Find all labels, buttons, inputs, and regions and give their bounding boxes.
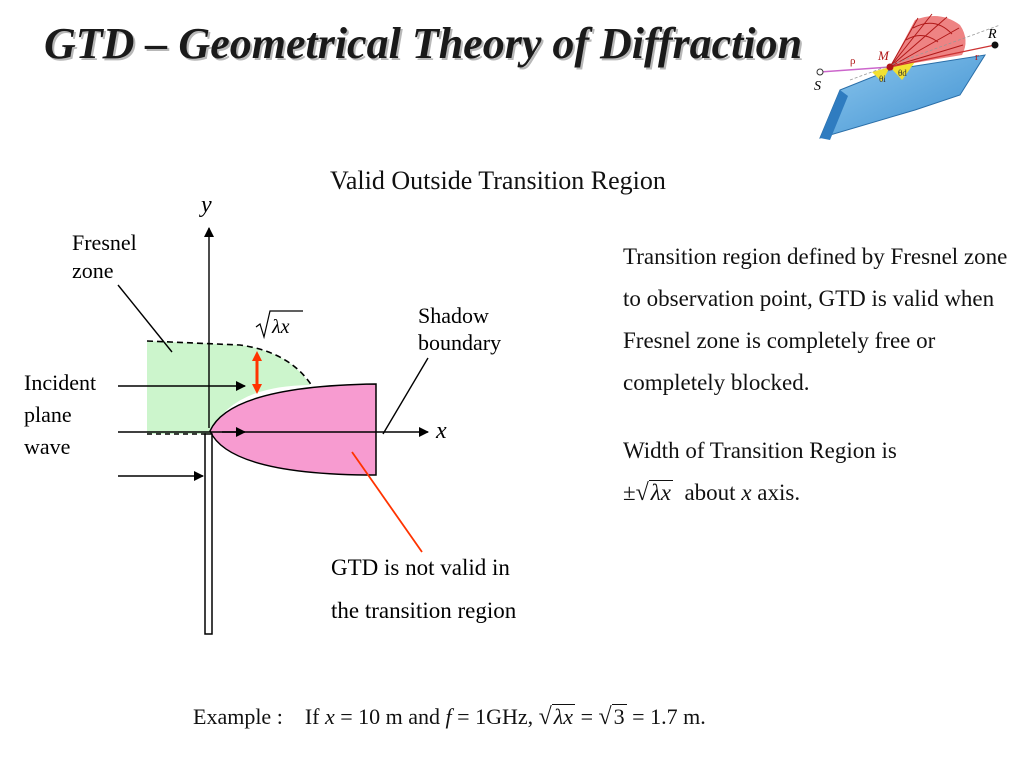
edge-line [849, 24, 1001, 81]
diffracted-ray [889, 44, 996, 68]
description-panel: Transition region defined by Fresnel zon… [623, 236, 1013, 540]
not-valid-label-line2: the transition region [331, 598, 517, 623]
receiver-point [991, 41, 999, 49]
source-point [816, 68, 824, 76]
theta-d-label: θd [898, 68, 907, 78]
example-x: x [324, 704, 335, 729]
transition-region [209, 383, 377, 476]
svg-text:λx: λx [271, 316, 290, 338]
example-equation: Example : If x = 10 m and f = 1GHz, √λx … [193, 704, 706, 731]
r-label: r [975, 51, 979, 63]
example-eq1: = 10 m and [340, 704, 441, 729]
theta-i-label: θi [879, 74, 886, 84]
incident-ray [819, 66, 891, 73]
example-label: Example : [193, 704, 283, 729]
example-radical-1: √ [538, 704, 552, 730]
angle-wedge-2 [890, 62, 915, 80]
example-radical-2: √ [598, 704, 612, 730]
radical-sign: √ [635, 480, 649, 506]
transition-region-diagram: y x λx Fresnel zone Shadow boundary Inci… [24, 192, 517, 635]
angle-wedge [872, 67, 890, 82]
y-axis-label: y [199, 192, 212, 218]
diffraction-point [886, 63, 894, 71]
diffraction-inset-illustration: S R ρ M r θi θd [814, 13, 1001, 140]
shadow-boundary-label-line1: Shadow [418, 303, 489, 328]
shadow-boundary-leader [382, 357, 429, 435]
fresnel-zone-label-line2: zone [72, 258, 114, 283]
receiver-label: R [987, 27, 997, 42]
incident-label-line1: Incident [24, 370, 96, 395]
example-eq2: = 1GHz, [457, 704, 534, 729]
not-valid-leader [351, 451, 423, 553]
x-axis-label: x [435, 418, 447, 444]
fresnel-zone-leader [117, 284, 173, 353]
rho-label: ρ [850, 55, 856, 67]
example-eq3: = [580, 704, 593, 729]
not-valid-label-line1: GTD is not valid in [331, 555, 510, 580]
sqrt-lambda-x: λx [648, 480, 673, 505]
fresnel-zone-label-line1: Fresnel [72, 230, 137, 255]
sqrt-lambda-x-label: λx [255, 310, 303, 340]
half-plane-screen [204, 433, 213, 635]
incident-label-line3: wave [24, 434, 70, 459]
description-paragraph-1: Transition region defined by Fresnel zon… [623, 244, 1008, 395]
about-word: about [684, 480, 736, 505]
source-label: S [814, 79, 821, 94]
incident-label-line2: plane [24, 402, 72, 427]
example-sqrt-3: 3 [611, 704, 627, 729]
example-if: If [304, 704, 320, 729]
plus-minus: ± [623, 480, 636, 505]
fresnel-zone-region [147, 341, 310, 434]
example-sqrt-lambda-x: λx [551, 704, 576, 729]
cone-rays [889, 13, 964, 68]
slide-title: GTD – Geometrical Theory of Diffraction [44, 19, 803, 68]
width-text: Width of Transition Region is [623, 438, 897, 463]
fresnel-boundary-dashed [146, 340, 313, 387]
diffraction-point-label: M [877, 48, 890, 63]
axis-word: axis. [757, 480, 801, 505]
x-variable: x [741, 480, 752, 505]
example-eq4: = 1.7 m. [632, 704, 706, 729]
example-f: f [445, 704, 452, 729]
shadow-boundary-label-line2: boundary [418, 330, 501, 355]
wedge-side [820, 90, 848, 140]
diagram-heading: Valid Outside Transition Region [330, 166, 666, 195]
description-paragraph-2: Width of Transition Region is ±√λx about… [623, 430, 1013, 514]
